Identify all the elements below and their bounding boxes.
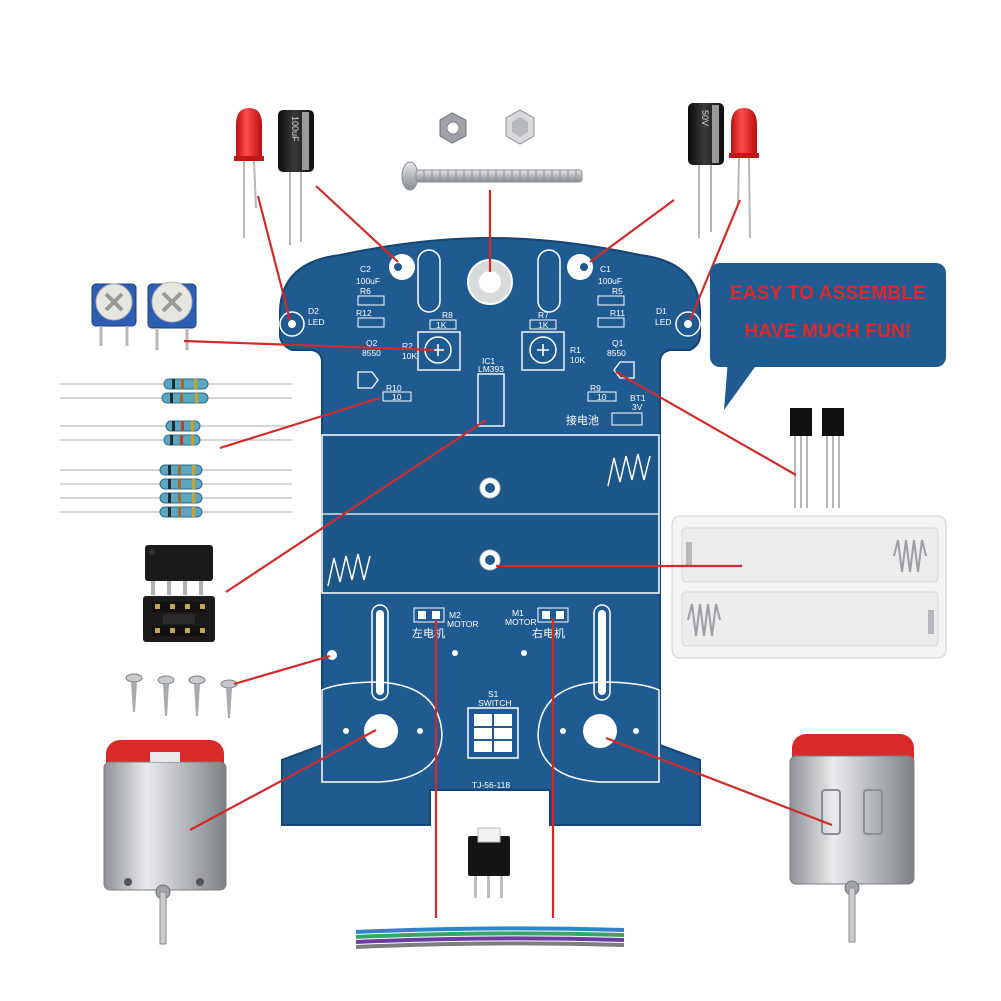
callout-tail — [724, 360, 760, 410]
label-switch: SWITCH — [478, 698, 512, 708]
ribbon-wire-icon — [355, 926, 625, 949]
capacitor-icon: 100uF — [278, 110, 314, 245]
spring-mark — [327, 553, 371, 587]
switch-footprint — [467, 707, 519, 759]
value-ic1: LM393 — [478, 364, 504, 374]
spring-mark — [607, 453, 651, 487]
screw-icon — [188, 675, 206, 716]
label-c1: C1 — [600, 264, 611, 274]
label-right-motor: 右电机 — [532, 626, 565, 640]
pot-footprint — [417, 331, 461, 371]
label-r7: R7 — [538, 310, 549, 320]
transistor-icon — [822, 408, 844, 508]
pcb-board — [279, 236, 701, 826]
label-m1-motor: MOTOR — [505, 617, 536, 627]
label-s1: S1 — [488, 689, 499, 699]
screw-icon — [401, 161, 583, 191]
label-r9: R9 — [590, 383, 601, 393]
label-q2: Q2 — [366, 338, 378, 348]
svg-text:100uF: 100uF — [290, 116, 300, 142]
sub-d1: LED — [655, 317, 672, 327]
dc-motor-icon — [789, 734, 915, 943]
label-r12: R12 — [356, 308, 372, 318]
svg-text:50V: 50V — [700, 110, 710, 126]
screw-icon — [220, 679, 238, 718]
label-model: TJ-56-118 — [472, 780, 510, 790]
label-d2: D2 — [308, 306, 319, 316]
label-d1: D1 — [656, 306, 667, 316]
motor-shaft-hole — [364, 714, 398, 748]
value-q1: 8550 — [607, 348, 626, 358]
sub-d2: LED — [308, 317, 325, 327]
label-c2: C2 — [360, 264, 371, 274]
label-q1: Q1 — [612, 338, 624, 348]
label-m1: M1 — [512, 608, 524, 618]
label-r5: R5 — [612, 286, 623, 296]
label-r2: R2 — [402, 341, 413, 351]
label-m2: M2 — [449, 610, 461, 620]
transistor-icon — [790, 408, 812, 508]
nut-icon — [439, 112, 467, 144]
value-c2: 100uF — [356, 276, 380, 286]
value-c1: 100uF — [598, 276, 622, 286]
led-icon — [234, 108, 264, 238]
battery-holder-icon — [671, 515, 947, 659]
label-battery: 接电池 — [566, 414, 599, 427]
ic-footprint — [477, 373, 505, 427]
value-r8: 1K — [436, 320, 447, 330]
screw-icon — [125, 673, 143, 712]
callout-line2: HAVE MUCH FUN! — [744, 321, 912, 342]
label-m2-motor: MOTOR — [447, 619, 478, 629]
pot-footprint — [521, 331, 565, 371]
label-r1: R1 — [570, 345, 581, 355]
label-left-motor: 左电机 — [412, 626, 445, 640]
callout-line1: EASY TO ASSEMBLE — [729, 283, 927, 304]
ic-chip-icon — [145, 545, 213, 595]
dc-motor-icon — [103, 740, 227, 945]
led-icon — [729, 108, 759, 239]
label-r10: R10 — [386, 383, 402, 393]
value-r10: 10 — [392, 392, 402, 402]
value-r9: 10 — [597, 392, 607, 402]
nut-icon — [505, 109, 535, 145]
callout-bubble: EASY TO ASSEMBLE HAVE MUCH FUN! — [710, 263, 946, 367]
label-ic1: IC1 — [482, 356, 496, 366]
value-r1: 10K — [570, 355, 585, 365]
potentiometer-icon — [91, 283, 137, 346]
resistor-bodies — [159, 378, 209, 518]
pointer-lines — [183, 185, 833, 918]
label-r8: R8 — [442, 310, 453, 320]
value-r7: 1K — [538, 320, 549, 330]
value-bt1: 3V — [632, 402, 643, 412]
screw-icon — [157, 675, 175, 716]
value-r2: 10K — [402, 351, 417, 361]
ic-socket-icon — [143, 596, 215, 642]
resistor-bands — [168, 379, 198, 517]
switch-icon — [468, 827, 510, 898]
motor-shaft-hole — [583, 714, 617, 748]
value-q2: 8550 — [362, 348, 381, 358]
capacitor-icon: 50V — [688, 103, 724, 238]
potentiometer-icon — [147, 281, 197, 350]
label-r11: R11 — [610, 308, 625, 318]
label-r6: R6 — [360, 286, 371, 296]
label-bt1: BT1 — [630, 393, 646, 403]
